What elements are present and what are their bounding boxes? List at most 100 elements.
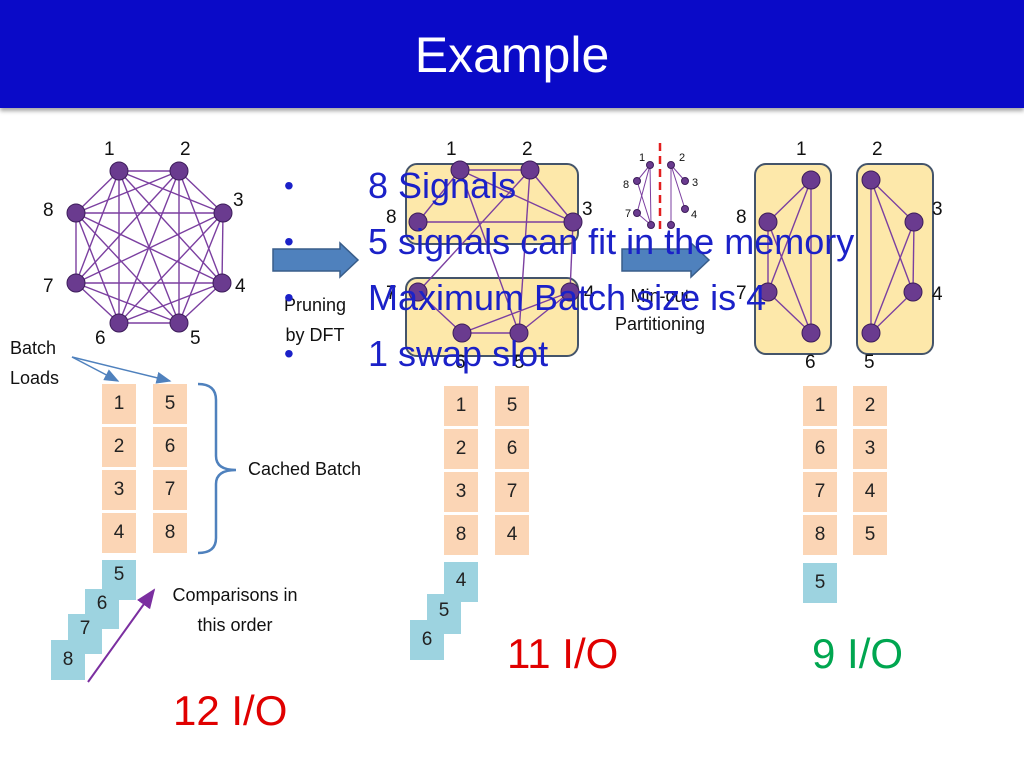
graph3-node-label: 3: [932, 199, 943, 220]
cached-cell: 6: [803, 429, 837, 469]
comparisons-line2: this order: [197, 615, 273, 635]
slide-title: Example: [414, 27, 610, 83]
mini-graph-node: [681, 177, 689, 185]
graph3-node-label: 7: [736, 283, 747, 304]
mini-graph-edge: [636, 180, 652, 226]
graph3-node: [801, 323, 821, 343]
comparisons-line1: Comparisons in: [172, 585, 298, 605]
cached-cell: 1: [444, 386, 478, 426]
cluster-right-graph3: [856, 163, 934, 355]
graph1-node-label: 2: [180, 139, 191, 160]
cached-cell: 6: [153, 427, 187, 467]
graph1-node-label: 3: [233, 190, 244, 211]
graph2-edge: [417, 169, 461, 223]
graph2-edge: [518, 291, 571, 334]
graph2-node: [450, 160, 470, 180]
graph1-edge: [178, 212, 224, 324]
cached-cell: 5: [495, 386, 529, 426]
graph1-edge: [118, 170, 180, 324]
graph1-edge: [118, 282, 223, 324]
mini-node-label: 7: [625, 208, 632, 220]
cached-cell: 7: [803, 472, 837, 512]
graph2-node: [563, 212, 583, 232]
graph1-edge: [75, 170, 180, 214]
batch-load-arrow: [71, 356, 120, 382]
graph1-edge: [118, 170, 223, 284]
bullet-text: Maximum Batch size is 4: [368, 277, 767, 318]
cached-batch-label: Cached Batch: [248, 459, 362, 479]
graph1-edge: [221, 212, 224, 284]
mincut-arrow: [621, 241, 711, 279]
graph3-node-label: 4: [932, 284, 943, 305]
batch-load-arrow: [71, 356, 172, 384]
batch-loads-line2: Loads: [10, 368, 60, 388]
cached-cell: 3: [853, 429, 887, 469]
bullet-icon: •: [284, 338, 294, 369]
bullet-icon: •: [284, 226, 294, 257]
cached-cell: 4: [853, 472, 887, 512]
mini-graph-edge: [636, 164, 651, 214]
graph2-node: [560, 282, 580, 302]
graph1-edge: [178, 170, 223, 284]
graph2-node-label: 3: [582, 199, 593, 220]
graph1-node-label: 8: [43, 200, 54, 221]
graph1-edge: [75, 212, 223, 284]
graph2-edge: [417, 291, 463, 334]
graph3-node: [801, 170, 821, 190]
graph2-edge: [569, 221, 574, 293]
cached-cell: 8: [444, 515, 478, 555]
cached-cell: 2: [102, 427, 136, 467]
graph1-edge: [75, 282, 120, 324]
cached-cell: 1: [102, 384, 136, 424]
graph2-node-label: 1: [446, 139, 457, 160]
bullet-item: •5 signals can fit in the memory: [280, 214, 854, 270]
mini-graph-edge: [670, 164, 686, 210]
graph1-edge: [75, 212, 120, 324]
pruning-arrow: [272, 241, 360, 279]
swap-cell: 5: [803, 563, 837, 603]
graph1-edge: [118, 212, 224, 324]
bullet-item: •8 Signals: [280, 158, 854, 214]
mini-graph-node: [667, 161, 675, 169]
bullet-text: 1 swap slot: [368, 333, 549, 374]
graph1-edge: [178, 170, 224, 214]
graph2-edge: [459, 169, 520, 334]
io-count-schedule1: 12 I/O: [173, 687, 288, 734]
io-count-schedule3: 9 I/O: [812, 630, 904, 677]
graph2-node-label: 7: [386, 283, 397, 304]
cached-cell: 3: [102, 470, 136, 510]
bullet-item: •Maximum Batch size is 4: [280, 270, 854, 326]
graph2-node-label: 6: [455, 352, 466, 373]
batch-loads-label: Batch Loads: [10, 333, 59, 393]
cluster-top-graph2: [405, 163, 579, 245]
comparison-cell: 6: [410, 620, 444, 660]
io-count-schedule2: 11 I/O: [507, 630, 619, 677]
comparison-cell: 8: [51, 640, 85, 680]
graph3-edge: [870, 291, 914, 334]
graph2-edge: [518, 169, 531, 334]
comparison-order-arrow: [87, 588, 156, 683]
graph3-node: [758, 212, 778, 232]
graph1-node: [212, 273, 232, 293]
graph1-node-label: 7: [43, 276, 54, 297]
cached-cell: 8: [153, 513, 187, 553]
cluster-left-graph3: [754, 163, 832, 355]
pruning-label-line1: Pruning: [283, 295, 347, 315]
mini-graph-node: [667, 221, 675, 229]
graph3-edge: [912, 221, 915, 293]
mini-graph-edge: [649, 164, 652, 226]
graph3-edge: [870, 179, 914, 293]
graph1-node: [169, 161, 189, 181]
graph2-edge: [417, 169, 531, 293]
graph2-node-label: 2: [522, 139, 533, 160]
cached-cell: 1: [803, 386, 837, 426]
graph3-node-label: 1: [796, 139, 807, 160]
graph2-node-label: 8: [386, 207, 397, 228]
graph3-edge: [767, 221, 812, 334]
graph2-node: [520, 160, 540, 180]
bullet-icon: •: [284, 170, 294, 201]
mini-graph-node: [647, 221, 655, 229]
cached-cell: 5: [853, 515, 887, 555]
cached-cell: 4: [495, 515, 529, 555]
graph2-edge: [529, 169, 574, 223]
